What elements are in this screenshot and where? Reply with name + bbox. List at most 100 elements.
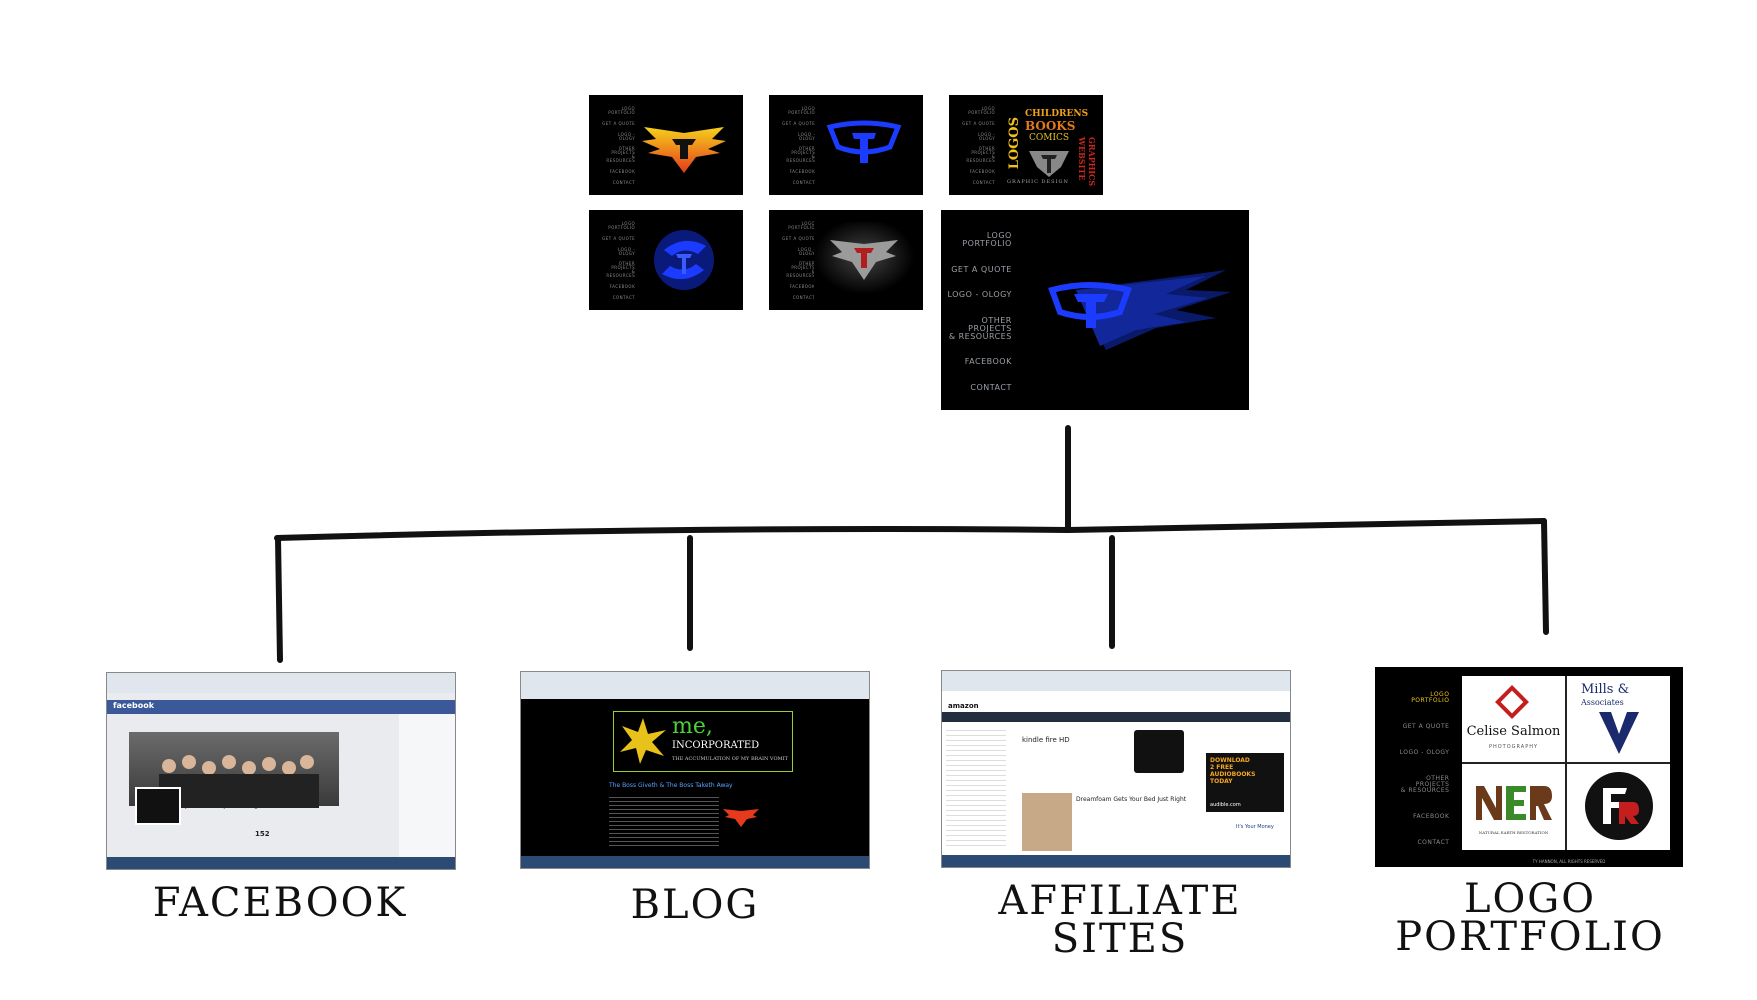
logo-natural-earth-restoration: NATURAL EARTH RESTORATION — [1462, 764, 1565, 850]
page-name: Tyed Art Graphic Design — [181, 802, 263, 810]
menu-item: OTHER PROJECTS & RESOURCES — [606, 261, 636, 279]
site-menu: LOGO PORTFOLIO GET A QUOTE LOGO - OLOGY … — [947, 232, 1012, 392]
menu-item: LOGO PORTFOLIO — [608, 221, 636, 230]
caption-blog: BLOG — [630, 882, 760, 928]
menu-item: CONTACT — [972, 179, 996, 185]
menu-item: GET A QUOTE — [962, 120, 996, 126]
dreamfoam-promo: Dreamfoam Gets Your Bed Just Right — [1076, 796, 1187, 804]
taskbar — [107, 857, 455, 869]
menu-item: GET A QUOTE — [782, 235, 816, 241]
dreamfoam-photo — [1022, 792, 1072, 852]
menu-item: FACEBOOK — [969, 169, 996, 175]
category-sidebar — [946, 725, 1006, 848]
menu-item: OTHER PROJECTS & RESOURCES — [786, 261, 816, 279]
menu-item: LOGO - OLOGY — [947, 290, 1012, 300]
winged-logo-icon — [642, 127, 726, 173]
celise-name: Celise Salmon — [1466, 724, 1561, 739]
menu-item: CONTACT — [612, 179, 636, 185]
thumbnail-6-featured: LOGO PORTFOLIO GET A QUOTE LOGO - OLOGY … — [941, 210, 1249, 410]
menu-item: LOGO - OLOGY — [797, 131, 816, 141]
menu-item: LOGO - OLOGY — [797, 246, 816, 256]
metal-winged-logo-icon — [814, 222, 914, 298]
menu-item: CONTACT — [792, 179, 816, 185]
menu-item: OTHER PROJECTS & RESOURCES — [1400, 774, 1450, 794]
thumbnail-2: LOGO PORTFOLIO GET A QUOTE LOGO - OLOGY … — [769, 95, 923, 195]
kindle-promo: kindle fire HD — [1022, 735, 1070, 744]
celise-subtitle: PHOTOGRAPHY — [1488, 744, 1539, 750]
menu-item: GET A QUOTE — [602, 120, 636, 126]
menu-item: LOGO PORTFOLIO — [962, 231, 1012, 248]
thumbnail-3: LOGO PORTFOLIO GET A QUOTE LOGO - OLOGY … — [949, 95, 1103, 195]
collage-word: CHILDRENS — [1025, 109, 1089, 119]
blog-screenshot: me, INCORPORATED THE ACCUMULATION OF MY … — [520, 671, 870, 869]
menu-item: FACEBOOK — [789, 284, 816, 290]
site-menu: LOGO PORTFOLIO GET A QUOTE LOGO - OLOGY … — [1376, 690, 1450, 846]
taskbar — [521, 856, 869, 868]
amazon-logo: amazon — [948, 702, 979, 711]
sidebar-logo-icon — [723, 809, 759, 828]
portfolio-footer: TY HANNON, ALL RIGHTS RESERVED — [1532, 859, 1606, 864]
mills-name: Mills & — [1581, 682, 1630, 697]
facebook-header: facebook — [107, 700, 455, 715]
profile-picture — [135, 786, 181, 825]
shield-logo-icon — [826, 120, 902, 163]
menu-item: FACEBOOK — [609, 169, 636, 175]
post-title: The Boss Giveth & The Boss Taketh Away — [609, 781, 733, 789]
metal-logo-icon — [1029, 151, 1069, 177]
audible-ad: DOWNLOAD 2 FREE AUDIOBOOKS TODAY audible… — [1206, 753, 1284, 813]
post-body — [609, 793, 719, 849]
money-promo: It's Your Money — [1236, 823, 1274, 830]
logo-portfolio-screenshot: LOGO PORTFOLIO GET A QUOTE LOGO - OLOGY … — [1375, 667, 1683, 867]
browser-toolbar — [521, 672, 869, 700]
facebook-logo: facebook — [113, 701, 155, 711]
caption-facebook: FACEBOOK — [152, 880, 408, 926]
caption-affiliate-sites: AFFILIATE SITES — [998, 878, 1242, 962]
starburst-icon — [620, 718, 666, 765]
menu-item: FACEBOOK — [609, 284, 636, 290]
menu-item: CONTACT — [612, 294, 636, 300]
site-menu: LOGO PORTFOLIO GET A QUOTE LOGO - OLOGY … — [781, 222, 815, 300]
branch-line-facebook — [275, 535, 283, 663]
menu-item: LOGO PORTFOLIO — [968, 106, 996, 115]
text-collage: LOGOS CHILDRENS BOOKS COMICS WEBSITE GRA… — [1007, 107, 1099, 189]
collage-word: GRAPHIC DESIGN — [1007, 179, 1069, 185]
menu-item: GET A QUOTE — [602, 235, 636, 241]
menu-item: LOGO PORTFOLIO — [1411, 690, 1450, 704]
mills-mark-icon — [1599, 712, 1639, 754]
logo-fr-mark — [1567, 764, 1670, 850]
menu-item: OTHER PROJECTS & RESOURCES — [606, 146, 636, 164]
menu-item: GET A QUOTE — [951, 264, 1012, 274]
cover-photo — [129, 731, 339, 808]
menu-item: LOGO PORTFOLIO — [788, 106, 816, 115]
menu-item: OTHER PROJECTS & RESOURCES — [786, 146, 816, 164]
thumbnail-4: LOGO PORTFOLIO GET A QUOTE LOGO - OLOGY … — [589, 210, 743, 310]
menu-item: OTHER PROJECTS & RESOURCES — [966, 146, 996, 164]
collage-word: COMICS — [1029, 133, 1070, 143]
menu-item: LOGO - OLOGY — [1399, 748, 1450, 756]
audible-brand: audible.com — [1210, 802, 1241, 809]
ner-name: NATURAL EARTH RESTORATION — [1478, 830, 1549, 835]
menu-item: CONTACT — [792, 294, 816, 300]
blog-title: me, — [672, 714, 713, 740]
mills-name-2: Associates — [1581, 698, 1624, 707]
branch-line-portfolio — [1541, 518, 1549, 635]
menu-item: LOGO PORTFOLIO — [788, 221, 816, 230]
like-count: 152 — [255, 829, 270, 838]
menu-item: LOGO PORTFOLIO — [608, 106, 636, 115]
logo-grid: Celise Salmon PHOTOGRAPHY Mills & Associ… — [1462, 676, 1670, 850]
menu-item: CONTACT — [970, 382, 1012, 392]
menu-item: LOGO - OLOGY — [977, 131, 996, 141]
amazon-nav — [942, 712, 1290, 722]
site-menu: LOGO PORTFOLIO GET A QUOTE LOGO - OLOGY … — [781, 107, 815, 185]
site-menu: LOGO PORTFOLIO GET A QUOTE LOGO - OLOGY … — [601, 107, 635, 185]
menu-item: FACEBOOK — [964, 357, 1012, 367]
menu-item: GET A QUOTE — [1402, 722, 1450, 730]
menu-item: GET A QUOTE — [782, 120, 816, 126]
collage-word: WEBSITE — [1077, 137, 1087, 181]
swirl-logo-icon — [654, 230, 714, 290]
audible-ad-text: DOWNLOAD 2 FREE AUDIOBOOKS TODAY — [1210, 757, 1256, 786]
collage-word: BOOKS — [1025, 119, 1076, 133]
logo-celise-salmon: Celise Salmon PHOTOGRAPHY — [1462, 676, 1565, 762]
blog-header: me, INCORPORATED THE ACCUMULATION OF MY … — [613, 711, 793, 772]
